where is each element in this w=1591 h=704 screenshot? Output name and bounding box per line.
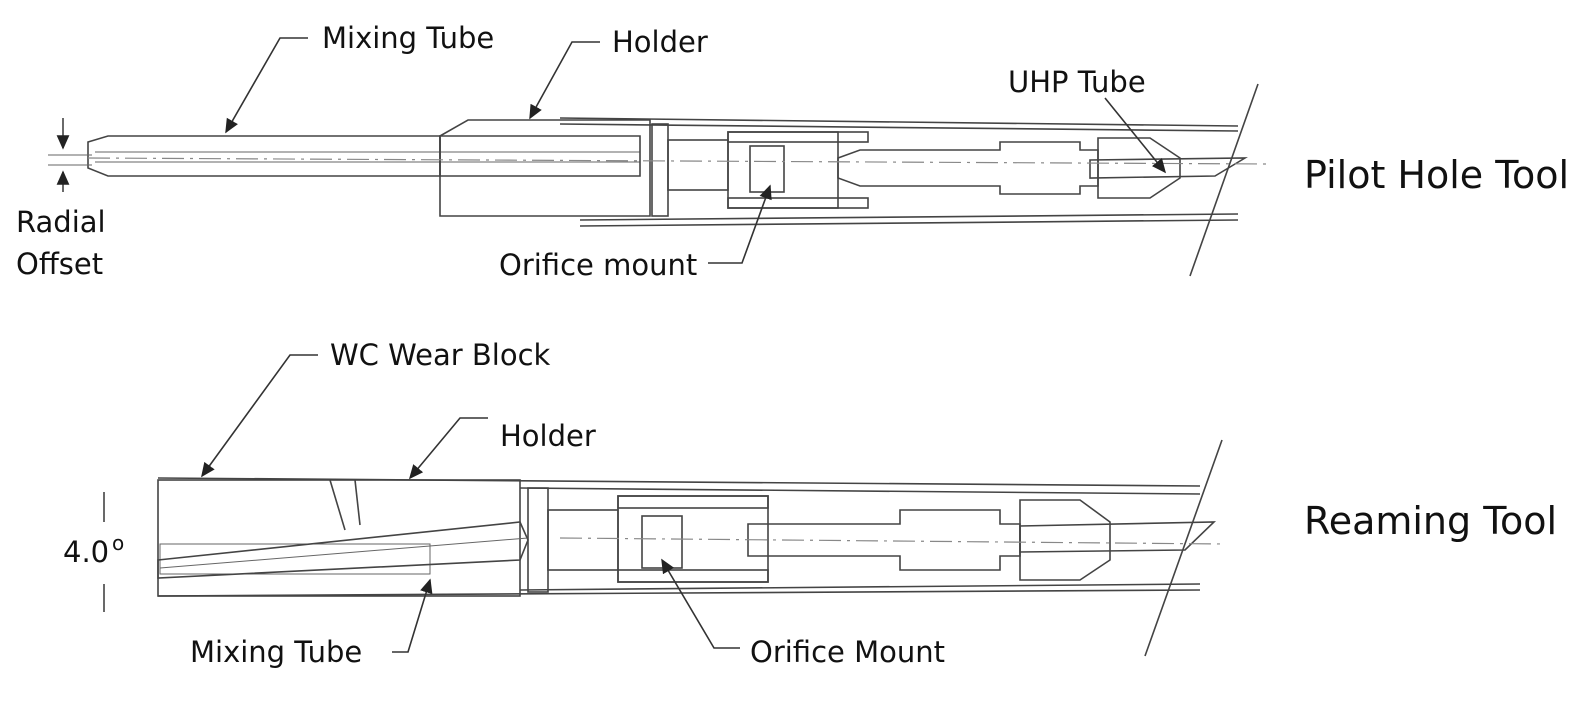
- pilot-orifice-mount-label: Orifice mount: [499, 248, 697, 282]
- reaming-housing-top-line-2: [519, 487, 1201, 495]
- pilot-orifice-housing: [727, 131, 839, 209]
- pilot-hole-tool-drawing: [48, 37, 1271, 277]
- pilot-orifice-mount: [749, 145, 785, 193]
- pilot-housing-top-line: [559, 117, 1239, 127]
- pilot-holder-label: Holder: [612, 25, 708, 59]
- reaming-mixing-tube-leader: [392, 578, 433, 653]
- pilot-radial-label: Radial: [16, 205, 106, 239]
- pilot-centerline: [87, 157, 1271, 165]
- reaming-housing-bottom-line-2: [519, 583, 1201, 591]
- pilot-uhp-tube: [1089, 157, 1248, 179]
- reaming-mixing-tube-label: Mixing Tube: [190, 635, 362, 669]
- reaming-orifice-mount-leader: [661, 558, 740, 649]
- pilot-orifice-top-wall: [727, 131, 869, 143]
- reaming-tool-drawing: [103, 354, 1226, 657]
- reaming-wc-wear-block-label: WC Wear Block: [330, 338, 551, 372]
- reaming-wc-wear-block: [157, 479, 521, 597]
- reaming-holder-label: Holder: [500, 419, 596, 453]
- reaming-tool-title: Reaming Tool: [1304, 499, 1557, 543]
- pilot-holder-leader: [529, 41, 600, 120]
- reaming-wc-wear-block-leader: [201, 354, 318, 478]
- reaming-mixing-bore: [159, 537, 529, 569]
- reaming-uhp-tube: [1019, 521, 1217, 553]
- reaming-block-seam-2: [354, 479, 361, 526]
- pilot-holder: [439, 119, 651, 217]
- pilot-mixing-tube-label: Mixing Tube: [322, 21, 494, 55]
- reaming-bore-clear: [159, 543, 431, 575]
- pilot-gland-nut: [837, 141, 1099, 195]
- reaming-orifice-mount-label: Orifice Mount: [750, 635, 945, 669]
- pilot-housing-bottom-line-2: [579, 213, 1239, 221]
- reaming-chamber: [547, 509, 619, 571]
- reaming-orifice-top-wall: [617, 495, 769, 509]
- reaming-angle-label: 4.0: [63, 535, 109, 569]
- pilot-uhp-tube-leader: [1104, 97, 1167, 174]
- pilot-orifice-mount-leader: [708, 184, 772, 264]
- reaming-angle-unit: o: [112, 531, 124, 555]
- pilot-collar: [1097, 137, 1181, 199]
- pilot-offset-label: Offset: [16, 247, 103, 281]
- pilot-uhp-tube-label: UHP Tube: [1008, 65, 1146, 99]
- reaming-holder-leader: [408, 417, 488, 480]
- pilot-break-line: [1189, 83, 1259, 277]
- pilot-mixing-tube: [87, 135, 441, 177]
- reaming-collar: [1019, 499, 1111, 581]
- reaming-orifice-bottom-wall: [617, 569, 769, 583]
- reaming-holder-flange: [527, 487, 549, 593]
- pilot-housing-top-line-2: [559, 123, 1239, 132]
- pilot-holder-insert: [439, 135, 641, 177]
- pilot-holder-flange: [651, 123, 669, 217]
- reaming-mixing-tube: [157, 521, 529, 579]
- reaming-centerline: [559, 537, 1226, 545]
- reaming-housing-bottom-line: [157, 589, 1201, 597]
- pilot-housing-bottom-line: [579, 219, 1239, 227]
- reaming-break-line: [1144, 439, 1223, 657]
- pilot-chamber: [667, 139, 729, 191]
- reaming-block-seam: [329, 479, 346, 531]
- pilot-mixing-tube-leader: [225, 37, 308, 134]
- pilot-orifice-bottom-wall: [727, 197, 869, 209]
- pilot-hole-tool-title: Pilot Hole Tool: [1304, 153, 1569, 197]
